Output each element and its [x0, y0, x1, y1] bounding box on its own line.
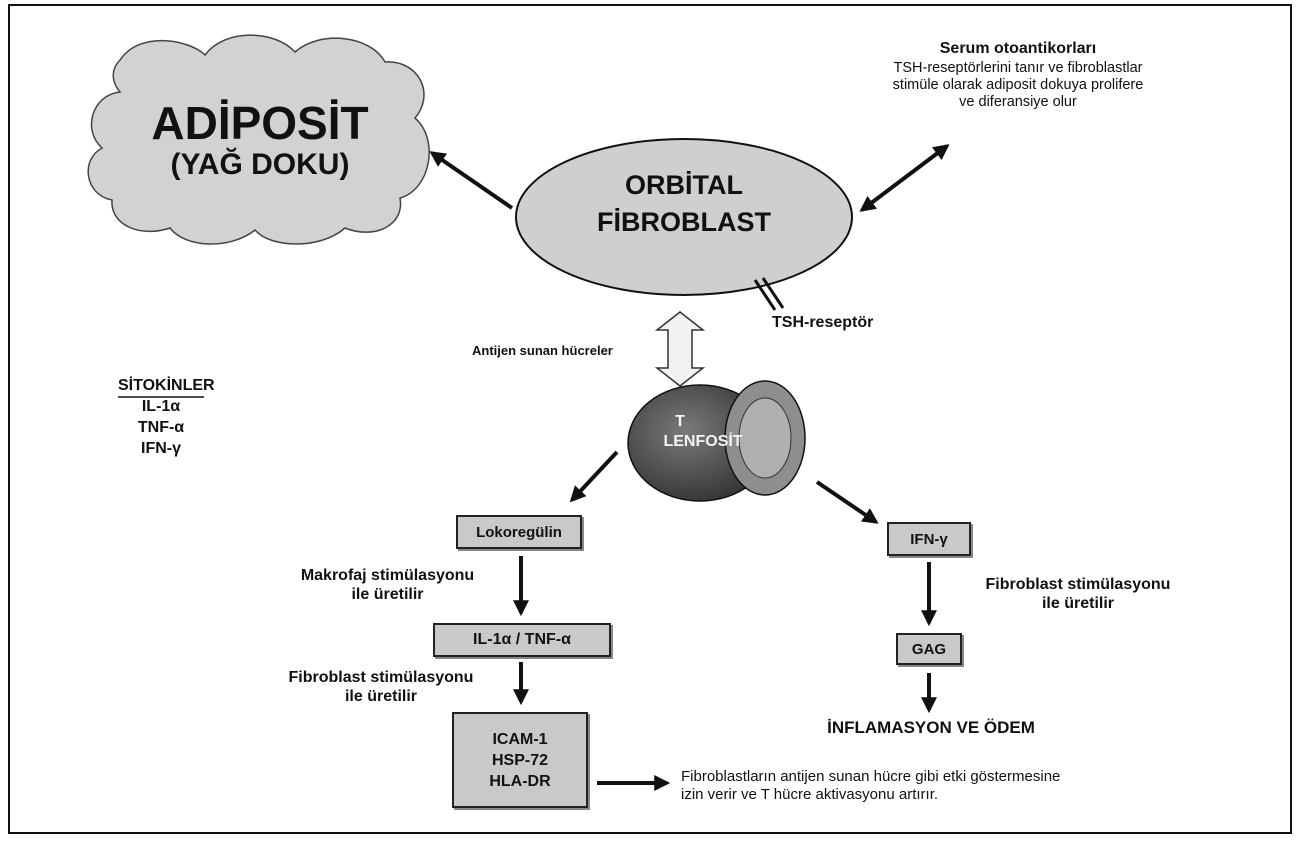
apc-label: Antijen sunan hücreler: [472, 343, 613, 358]
fibroblast-label-line2: FİBROBLAST: [597, 207, 771, 237]
arrow-to-adipocyte: [429, 151, 514, 210]
tsh-receptor-mark: [753, 277, 785, 311]
fibroblast-ellipse: [515, 138, 853, 296]
fibroblast-apc-result: Fibroblastların antijen sunan hücre gibi…: [681, 768, 1061, 803]
t-lymphocyte-cap-inner: [738, 397, 792, 479]
gag-box: GAG: [896, 633, 962, 665]
cytokine-item: IL-1α: [141, 398, 181, 415]
arrow-tcell-left: [569, 450, 619, 503]
macrophage-label: Makrofaj stimülasyonu ile üretilir: [300, 567, 475, 603]
cytokines-title: SİTOKİNLER: [118, 377, 215, 394]
fibroblast-stimulation-left-label: Fibroblast stimülasyonu ile üretilir: [288, 669, 474, 705]
lokoregulin-box: Lokoregülin: [456, 515, 582, 549]
arrow-serum-fibroblast: [859, 144, 950, 212]
t-lymphocyte-label-line1: T: [675, 413, 685, 430]
diagram-frame: [8, 4, 1292, 834]
marker-hla: HLA-DR: [489, 772, 551, 790]
marker-icam: ICAM-1: [492, 730, 548, 748]
marker-hsp: HSP-72: [491, 751, 549, 769]
fibroblast-stimulation-right-label: Fibroblast stimülasyonu ile üretilir: [985, 576, 1171, 612]
tsh-receptor-label: TSH-reseptör: [772, 314, 874, 331]
t-lymphocyte-label-line2: LENFOSİT: [663, 433, 743, 450]
il1-tnf-box: IL-1α / TNF-α: [433, 623, 611, 657]
adipocyte-subtitle: (YAĞ DOKU): [170, 148, 350, 181]
inflammation-edema-label: İNFLAMASYON VE ÖDEM: [827, 718, 1035, 737]
ifn-gamma-box: IFN-γ: [887, 522, 971, 556]
serum-description: TSH-reseptörlerini tanır ve fibroblastla…: [892, 60, 1144, 110]
fibroblast-label-line1: ORBİTAL: [625, 170, 743, 200]
arrow-fibroblast-tcell: [654, 311, 706, 387]
serum-title: Serum otoantikorları: [939, 40, 1097, 57]
adipocyte-cloud: [87, 34, 430, 245]
cytokine-item: TNF-α: [137, 419, 185, 436]
arrow-tcell-right: [815, 480, 879, 524]
adipocyte-title: ADİPOSİT: [151, 97, 369, 149]
cytokine-item: IFN-γ: [141, 440, 181, 457]
icam-hsp-hla-box: ICAM-1 HSP-72 HLA-DR: [452, 712, 588, 808]
